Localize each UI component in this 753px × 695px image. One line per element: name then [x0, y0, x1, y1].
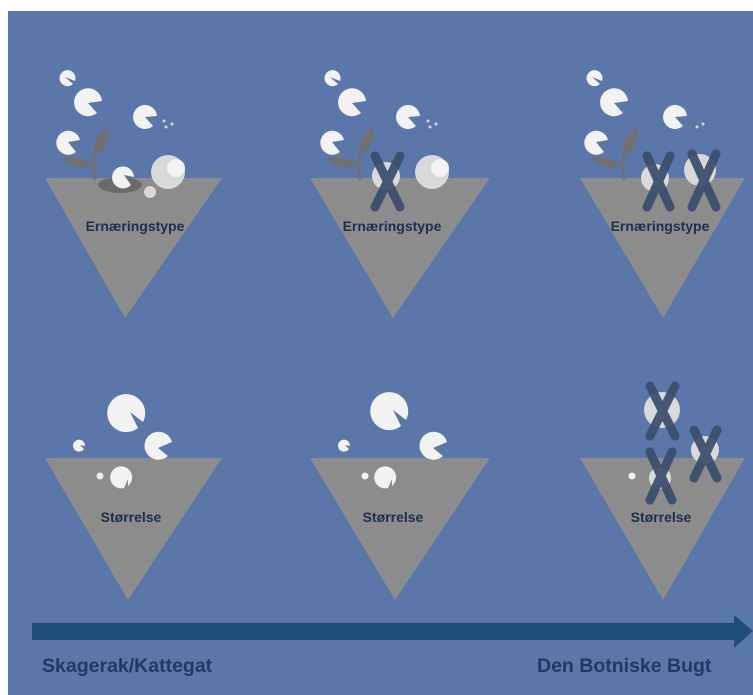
funnel-shape	[310, 178, 490, 318]
cross-mark-icon	[689, 425, 722, 483]
cross-mark-icon	[645, 381, 680, 441]
funnel-label: Ernæringstype	[343, 218, 442, 234]
pacman-organism-icon	[584, 70, 687, 155]
nutrition-funnel-1: Ernæringstype	[45, 70, 222, 318]
cross-mark-icon	[642, 151, 675, 212]
nutrition-funnel-2: Ernæringstype	[310, 70, 490, 318]
gradient-arrow-shaft	[32, 623, 738, 640]
size-funnel-1: Størrelse	[45, 394, 222, 600]
cross-mark-icon	[687, 149, 721, 212]
plant-icon	[591, 128, 638, 181]
pacman-organism-icon	[73, 394, 172, 489]
pacman-organism-icon	[112, 166, 134, 189]
funnel-shape	[310, 458, 490, 600]
size-funnel-3: Størrelse	[580, 381, 745, 600]
funnel-label: Størrelse	[363, 509, 424, 525]
arrow-icon	[32, 615, 753, 648]
funnel-label: Ernæringstype	[611, 218, 710, 234]
size-funnel-2: Størrelse	[310, 392, 490, 600]
axis-end-label: Den Botniske Bugt	[537, 655, 712, 677]
funnel-label: Ernæringstype	[86, 218, 185, 234]
funnel-shape	[45, 458, 222, 600]
arrow-head	[734, 615, 753, 648]
plant-icon	[62, 128, 109, 181]
pacman-organism-icon	[56, 70, 157, 155]
cross-mark-icon	[370, 151, 405, 212]
funnel-shape	[45, 178, 222, 318]
pacman-organism-icon	[320, 70, 420, 155]
funnel-shape	[580, 178, 745, 318]
cross-mark-icon	[645, 447, 677, 505]
nutrition-funnel-3: Ernæringstype	[580, 70, 745, 318]
pacman-organism-icon	[338, 392, 447, 489]
axis-start-label: Skagerak/Kattegat	[42, 655, 213, 677]
funnel-label: Størrelse	[101, 509, 162, 525]
plant-icon	[327, 128, 374, 181]
funnel-label: Størrelse	[631, 509, 692, 525]
funnel-shape	[580, 458, 745, 600]
